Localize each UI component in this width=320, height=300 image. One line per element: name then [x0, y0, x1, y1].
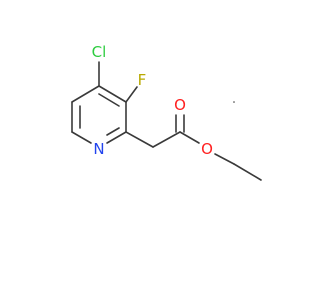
ester-oxygen-label: O	[201, 140, 213, 158]
bond-c3-f	[125, 86, 138, 103]
bond-c4-c5	[71, 85, 100, 103]
bond-o-ch2	[214, 153, 235, 165]
bond-c3-c4-inner	[98, 93, 120, 107]
bond-c3-c4	[98, 85, 127, 103]
bond-c6-n1	[71, 131, 92, 144]
bond-c-o-ester	[179, 131, 200, 144]
bond-n1-c2-inner	[106, 127, 120, 136]
chlorine-label: Cl	[92, 43, 107, 61]
bond-ch2-ch3	[233, 163, 262, 181]
bond-ch2-cco	[152, 131, 181, 148]
carbonyl-oxygen-label: O	[174, 96, 186, 114]
fluorine-label: F	[138, 71, 147, 89]
molecule-diagram: Cl F N O O	[71, 43, 262, 181]
bond-n1-c2	[106, 131, 127, 144]
nitrogen-label: N	[93, 140, 104, 158]
bond-c2-ch2	[125, 131, 154, 148]
